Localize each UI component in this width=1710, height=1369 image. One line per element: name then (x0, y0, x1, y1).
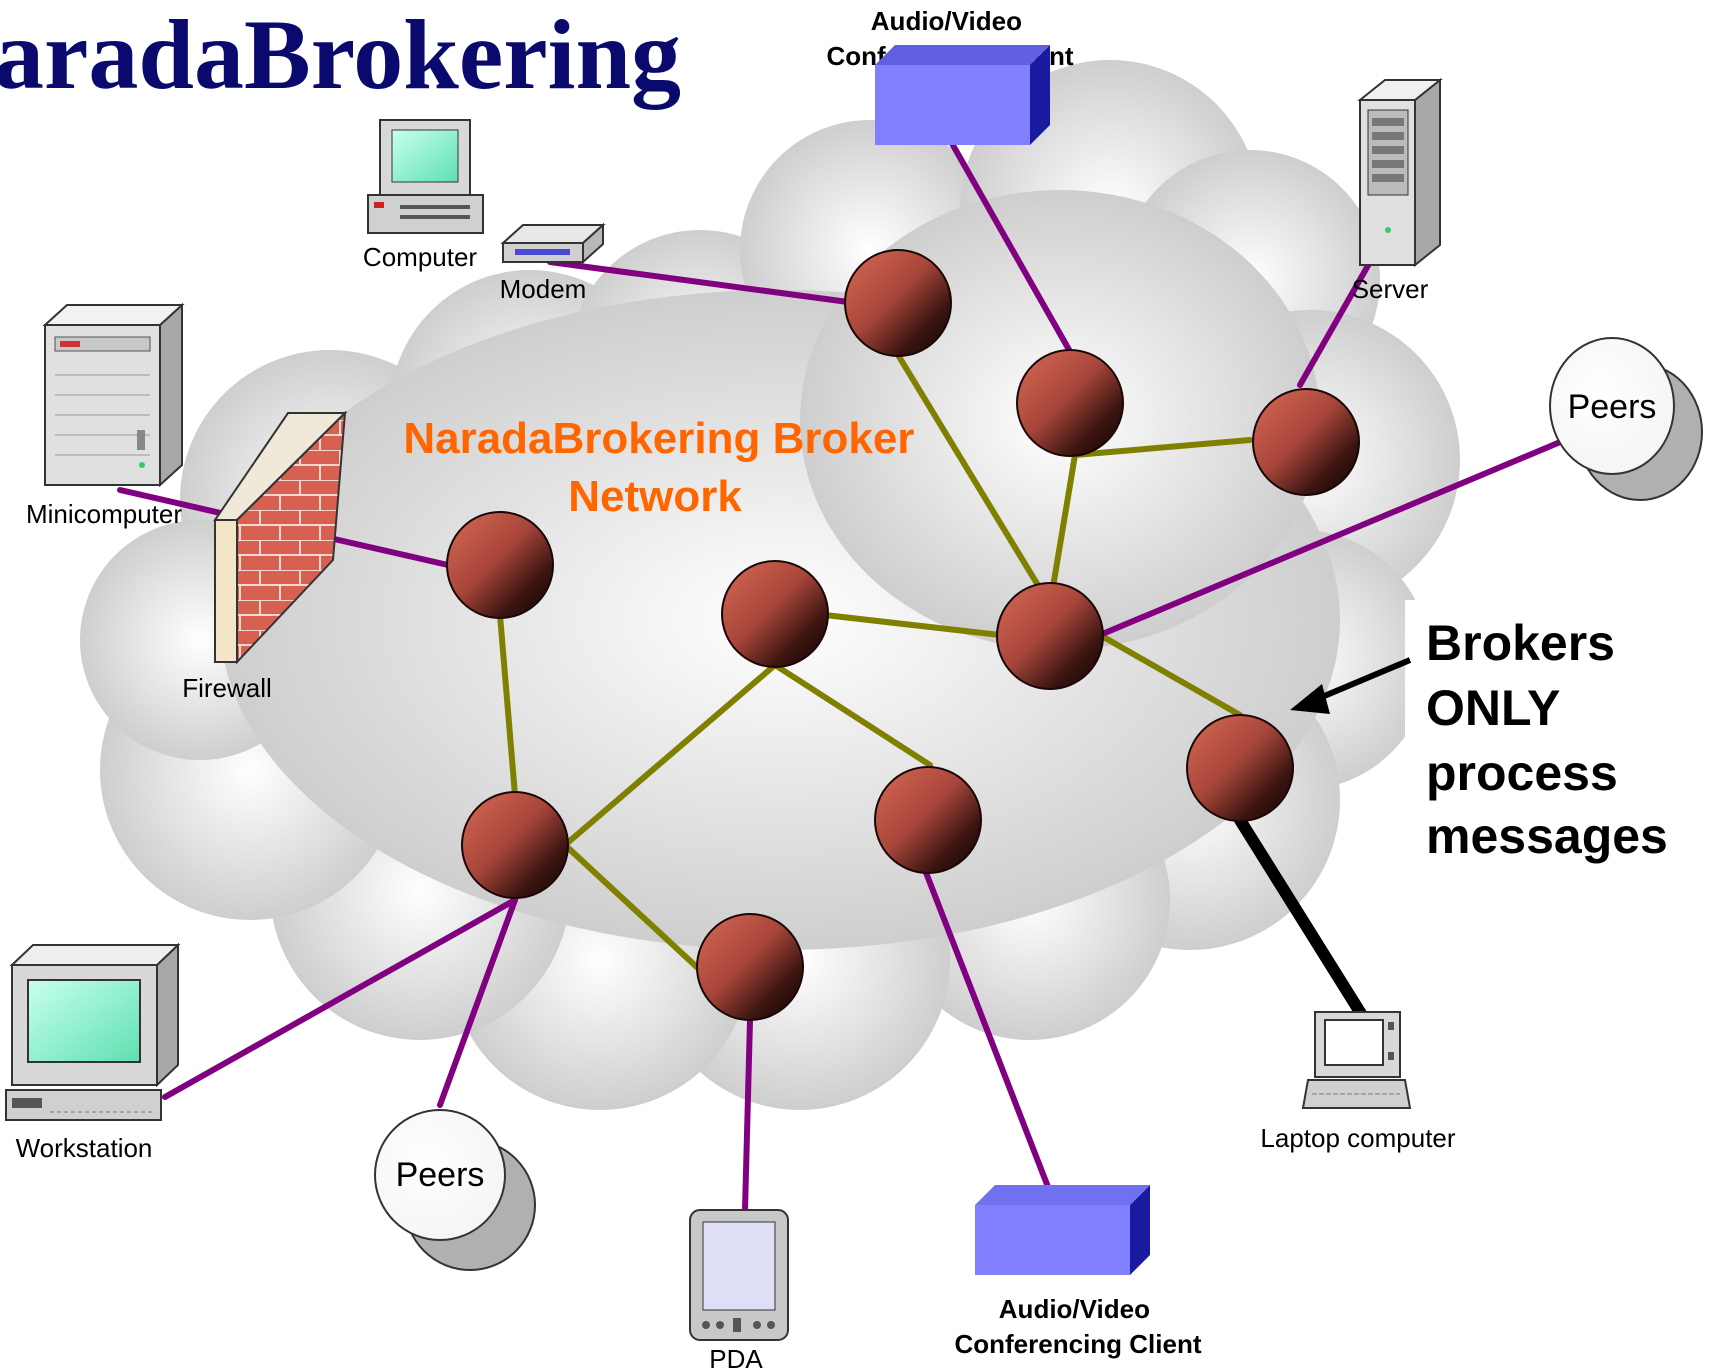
broker-node-icon (721, 560, 829, 668)
laptop-link (1234, 814, 1371, 1026)
broker-node-icon (874, 766, 982, 874)
broker-node-icon (996, 582, 1104, 690)
brokers-note: Brokers ONLY process messages (1290, 600, 1705, 870)
page-title: aradaBrokering (0, 0, 681, 110)
pda-icon (689, 1209, 789, 1341)
computer-label: Computer (363, 242, 477, 272)
peers-icon (1549, 337, 1703, 501)
av-client-icon (975, 1185, 1150, 1275)
laptop-label: Laptop computer (1260, 1123, 1455, 1153)
broker-node-icon (446, 511, 554, 619)
broker-node-icon (1252, 388, 1360, 496)
broker-node-icon (461, 791, 569, 899)
pda-label: PDA (709, 1344, 763, 1369)
peers-top: Peers (1549, 337, 1703, 501)
server-label: Server (1352, 274, 1429, 304)
computer-device: Computer (363, 119, 484, 272)
modem-device: Modem (500, 222, 606, 304)
av-client-bottom-label: Audio/Video Conferencing Client (954, 1294, 1201, 1359)
firewall-device: Firewall (182, 410, 348, 703)
server-device: Server (1352, 77, 1443, 304)
peers-bottom: Peers (374, 1109, 536, 1271)
laptop-device: Laptop computer (1260, 1011, 1456, 1153)
peers-icon (374, 1109, 536, 1271)
broker-node-icon (844, 249, 952, 357)
peers-bottom-label: Peers (396, 1156, 485, 1194)
laptop-icon (1301, 1011, 1412, 1109)
workstation-device: Workstation (5, 942, 181, 1163)
firewall-icon (213, 410, 348, 665)
client-links (117, 137, 1568, 1213)
cloud-label-line1: NaradaBrokering Broker (403, 414, 914, 463)
av-client-bottom: Audio/Video Conferencing Client (954, 1185, 1202, 1359)
peers-top-label: Peers (1568, 388, 1657, 426)
cloud-label: NaradaBrokering Broker Network (403, 414, 926, 521)
computer-icon (367, 119, 484, 234)
modem-label: Modem (500, 274, 587, 304)
pda-device: PDA (689, 1209, 789, 1369)
broker-links (497, 347, 1253, 973)
note-arrow-head (1290, 684, 1330, 714)
broker-nodes (446, 249, 1360, 1021)
broker-node-icon (696, 913, 804, 1021)
network-cloud (80, 60, 1460, 1110)
cloud-label-line2: Network (568, 472, 742, 521)
note-arrow-shaft (1308, 657, 1412, 705)
brokers-note-text: Brokers ONLY process messages (1426, 615, 1668, 864)
broker-node-icon (1186, 714, 1294, 822)
av-client-icon (875, 45, 1050, 145)
workstation-icon (5, 942, 181, 1121)
broker-node-icon (1016, 349, 1124, 457)
av-client-top: Audio/Video Conferencing Client (826, 6, 1074, 145)
modem-icon (500, 222, 606, 265)
minicomputer-icon (42, 302, 185, 488)
firewall-label: Firewall (182, 673, 272, 703)
minicomputer-device: Minicomputer (26, 302, 185, 529)
minicomputer-label: Minicomputer (26, 499, 182, 529)
workstation-label: Workstation (16, 1133, 153, 1163)
server-icon (1357, 77, 1443, 268)
